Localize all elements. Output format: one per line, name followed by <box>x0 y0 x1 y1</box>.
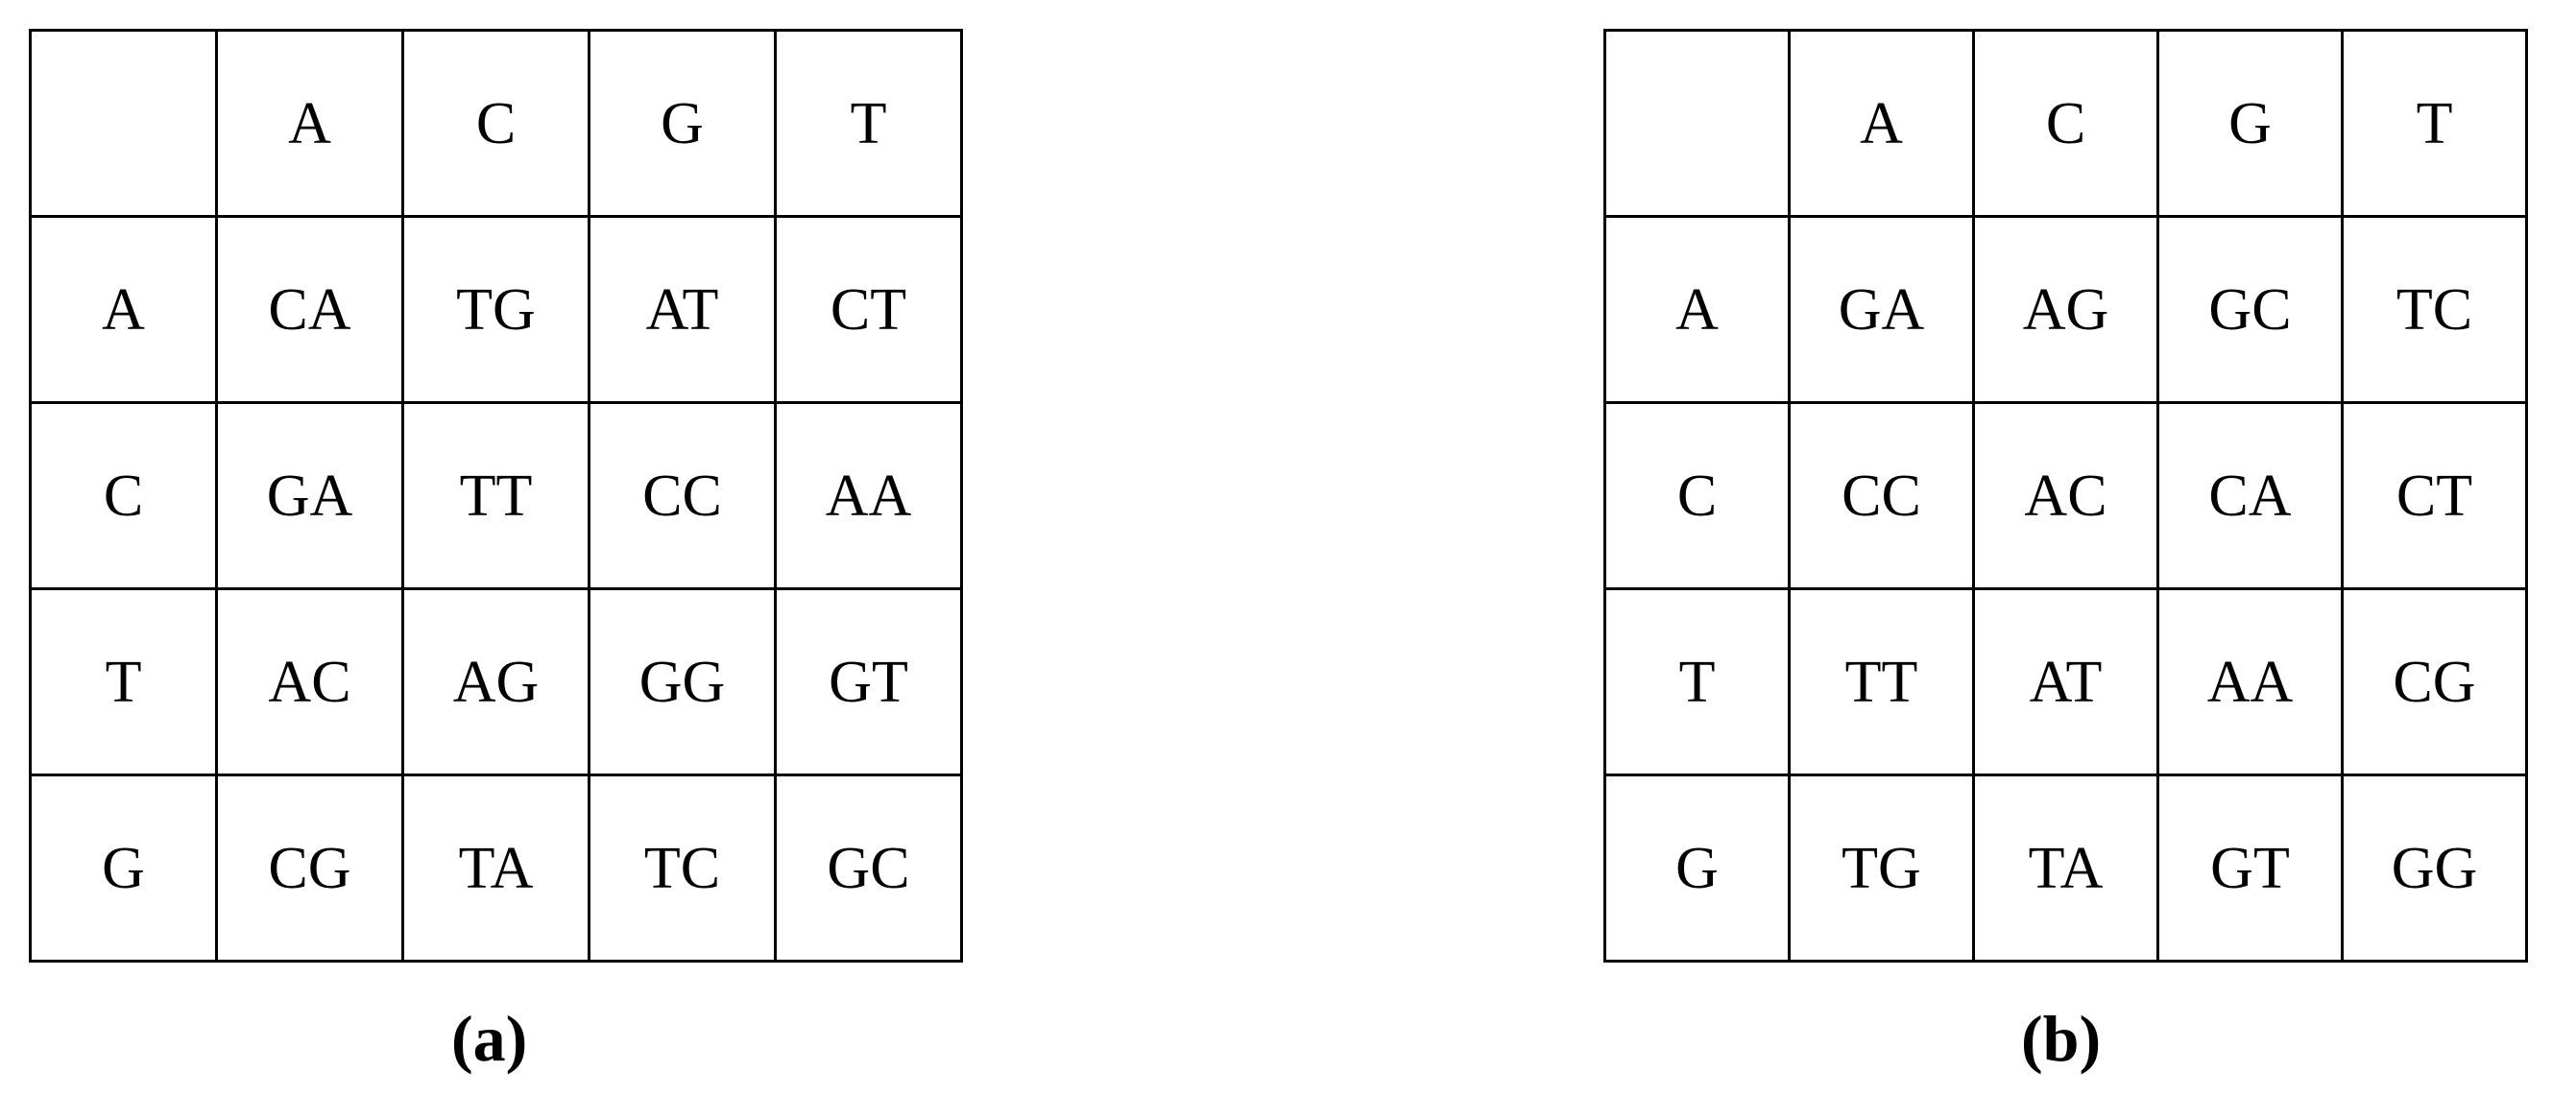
table-row: T AC AG GG GT <box>29 587 963 776</box>
cell-a-r0-c1: TG <box>401 215 590 404</box>
row-header-b-0: A <box>1603 215 1791 404</box>
row-header-b-1: C <box>1603 401 1791 590</box>
row-header-a-0: A <box>29 215 218 404</box>
cell-b-r1-c1: AC <box>1972 401 2159 590</box>
cell-b-r2-c1: AT <box>1972 587 2159 776</box>
row-header-b-2: T <box>1603 587 1791 776</box>
table-row: C GA TT CC AA <box>29 401 963 590</box>
table-row: C CC AC CA CT <box>1603 401 2528 590</box>
row-header-a-1: C <box>29 401 218 590</box>
cell-a-r2-c0: AC <box>215 587 404 776</box>
table-row: G CG TA TC GC <box>29 774 963 963</box>
cell-a-r2-c1: AG <box>401 587 590 776</box>
column-header-a-3: T <box>774 29 963 218</box>
table-corner-cell <box>29 29 218 218</box>
cell-b-r0-c0: GA <box>1788 215 1975 404</box>
nucleotide-pair-table-b: A C G T A GA AG GC TC C CC AC CA CT T <box>1603 29 2528 963</box>
cell-b-r1-c0: CC <box>1788 401 1975 590</box>
cell-a-r1-c3: AA <box>774 401 963 590</box>
cell-b-r3-c3: GG <box>2341 774 2528 963</box>
column-header-a-1: C <box>401 29 590 218</box>
column-header-b-0: A <box>1788 29 1975 218</box>
cell-a-r1-c2: CC <box>588 401 777 590</box>
cell-b-r0-c2: GC <box>2156 215 2344 404</box>
column-header-b-1: C <box>1972 29 2159 218</box>
column-header-b-2: G <box>2156 29 2344 218</box>
cell-a-r3-c3: GC <box>774 774 963 963</box>
cell-a-r3-c1: TA <box>401 774 590 963</box>
panel-caption-a: (a) <box>451 1002 528 1075</box>
cell-a-r3-c2: TC <box>588 774 777 963</box>
table-row: T TT AT AA CG <box>1603 587 2528 776</box>
cell-a-r2-c2: GG <box>588 587 777 776</box>
table-row: A CA TG AT CT <box>29 215 963 404</box>
cell-b-r3-c2: GT <box>2156 774 2344 963</box>
column-header-a-0: A <box>215 29 404 218</box>
cell-a-r1-c1: TT <box>401 401 590 590</box>
row-header-a-2: T <box>29 587 218 776</box>
figure-panel-b: A C G T A GA AG GC TC C CC AC CA CT T <box>1603 29 2528 963</box>
cell-b-r2-c3: CG <box>2341 587 2528 776</box>
cell-b-r2-c0: TT <box>1788 587 1975 776</box>
row-header-a-3: G <box>29 774 218 963</box>
cell-b-r2-c2: AA <box>2156 587 2344 776</box>
table-corner-cell <box>1603 29 1791 218</box>
cell-a-r1-c0: GA <box>215 401 404 590</box>
cell-a-r2-c3: GT <box>774 587 963 776</box>
table-header-row: A C G T <box>1603 29 2528 218</box>
column-header-b-3: T <box>2341 29 2528 218</box>
cell-b-r3-c0: TG <box>1788 774 1975 963</box>
cell-a-r0-c0: CA <box>215 215 404 404</box>
column-header-a-2: G <box>588 29 777 218</box>
table-header-row: A C G T <box>29 29 963 218</box>
table-row: A GA AG GC TC <box>1603 215 2528 404</box>
cell-b-r0-c1: AG <box>1972 215 2159 404</box>
cell-a-r0-c3: CT <box>774 215 963 404</box>
cell-b-r1-c3: CT <box>2341 401 2528 590</box>
nucleotide-pair-table-a: A C G T A CA TG AT CT C GA TT CC AA T <box>29 29 963 963</box>
cell-a-r3-c0: CG <box>215 774 404 963</box>
figure-panel-a: A C G T A CA TG AT CT C GA TT CC AA T <box>29 29 963 963</box>
table-row: G TG TA GT GG <box>1603 774 2528 963</box>
row-header-b-3: G <box>1603 774 1791 963</box>
cell-a-r0-c2: AT <box>588 215 777 404</box>
cell-b-r0-c3: TC <box>2341 215 2528 404</box>
panel-caption-b: (b) <box>2021 1002 2102 1075</box>
cell-b-r3-c1: TA <box>1972 774 2159 963</box>
cell-b-r1-c2: CA <box>2156 401 2344 590</box>
